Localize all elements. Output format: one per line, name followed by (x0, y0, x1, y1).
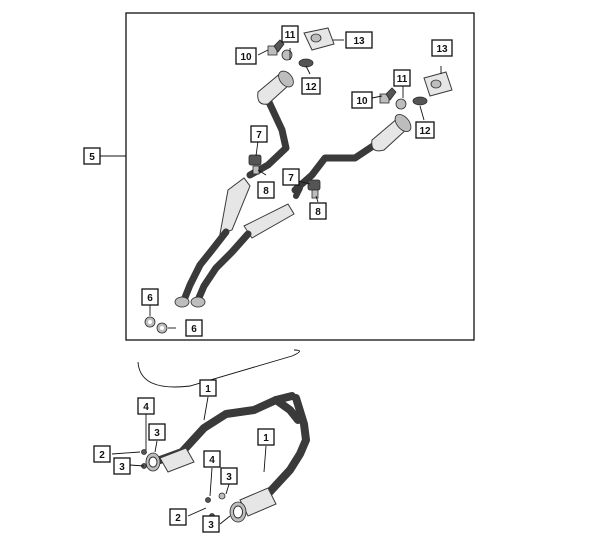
callout-4-upper-label: 4 (143, 402, 149, 413)
callout-3-upper-b: 3 (113, 457, 131, 475)
tip-left (303, 27, 335, 51)
right-muffler (371, 114, 412, 152)
hanger-bracket-right (379, 87, 428, 110)
callout-8-left: 8 (257, 181, 275, 199)
clamp-6 (144, 316, 168, 334)
exhaust-system-assembly (144, 27, 453, 334)
callout-3-lower-b: 3 (202, 515, 220, 533)
callout-6-bottom: 6 (185, 319, 203, 337)
callout-12-left: 12 (301, 77, 321, 95)
callout-1-upper: 1 (199, 379, 217, 397)
callout-1-lower: 1 (257, 428, 275, 446)
callout-4-lower-label: 4 (209, 455, 215, 466)
clamp-left-7 (248, 154, 262, 175)
callout-11-left-label: 11 (285, 30, 296, 41)
callout-8-left-label: 8 (263, 186, 269, 197)
callout-13-right-label: 13 (436, 44, 448, 55)
callout-1-lower-label: 1 (263, 433, 269, 444)
callout-5: 5 (83, 147, 101, 165)
callout-13-right: 13 (431, 39, 453, 57)
callout-3-lower-a: 3 (220, 467, 238, 485)
callout-11-right: 11 (393, 69, 411, 87)
callout-11-right-label: 11 (397, 74, 408, 85)
callout-11-left: 11 (281, 25, 299, 43)
callout-3-upper-a-label: 3 (154, 428, 160, 439)
callout-7-left: 7 (250, 125, 268, 143)
callout-7-right-label: 7 (288, 173, 294, 184)
callout-3-upper-b-label: 3 (119, 462, 125, 473)
callout-4-upper: 4 (137, 397, 155, 415)
callout-10-right: 10 (351, 91, 373, 109)
callout-3-lower-b-label: 3 (208, 520, 214, 531)
callout-1-upper-label: 1 (205, 384, 211, 395)
clamp-right-7 (307, 179, 321, 199)
callout-12-right: 12 (415, 121, 435, 139)
hanger-bracket-left (267, 39, 314, 68)
callout-3-lower-a-label: 3 (226, 472, 232, 483)
callout-6-top: 6 (141, 288, 159, 306)
callout-6-top-label: 6 (147, 293, 153, 304)
left-resonator (219, 177, 251, 235)
callout-2-lower-label: 2 (175, 513, 181, 524)
callout-10-left-label: 10 (240, 52, 252, 63)
callout-4-lower: 4 (203, 450, 221, 468)
callout-12-left-label: 12 (305, 82, 317, 93)
callout-12-right-label: 12 (419, 126, 431, 137)
front-pipes-assembly (137, 349, 310, 523)
callout-3-upper-a: 3 (148, 423, 166, 441)
callout-6-bottom-label: 6 (191, 324, 197, 335)
callout-2-lower: 2 (169, 508, 187, 526)
callout-7-right: 7 (282, 168, 300, 186)
callout-13-left-label: 13 (353, 36, 365, 47)
callout-13-left: 13 (345, 31, 373, 49)
converter-lower (229, 487, 277, 523)
tip-right (423, 71, 453, 97)
callout-10-right-label: 10 (356, 96, 368, 107)
callout-7-left-label: 7 (256, 130, 262, 141)
leader-lines (96, 39, 442, 525)
left-muffler (257, 70, 294, 105)
callout-5-label: 5 (89, 152, 95, 163)
converter-upper (145, 447, 195, 473)
callout-10-left: 10 (235, 47, 257, 65)
assembly-frame (125, 12, 475, 341)
center-resonator (243, 203, 295, 239)
callout-8-right-label: 8 (315, 207, 321, 218)
callout-8-right: 8 (309, 202, 327, 220)
callout-2-upper: 2 (93, 445, 111, 463)
callout-2-upper-label: 2 (99, 450, 105, 461)
